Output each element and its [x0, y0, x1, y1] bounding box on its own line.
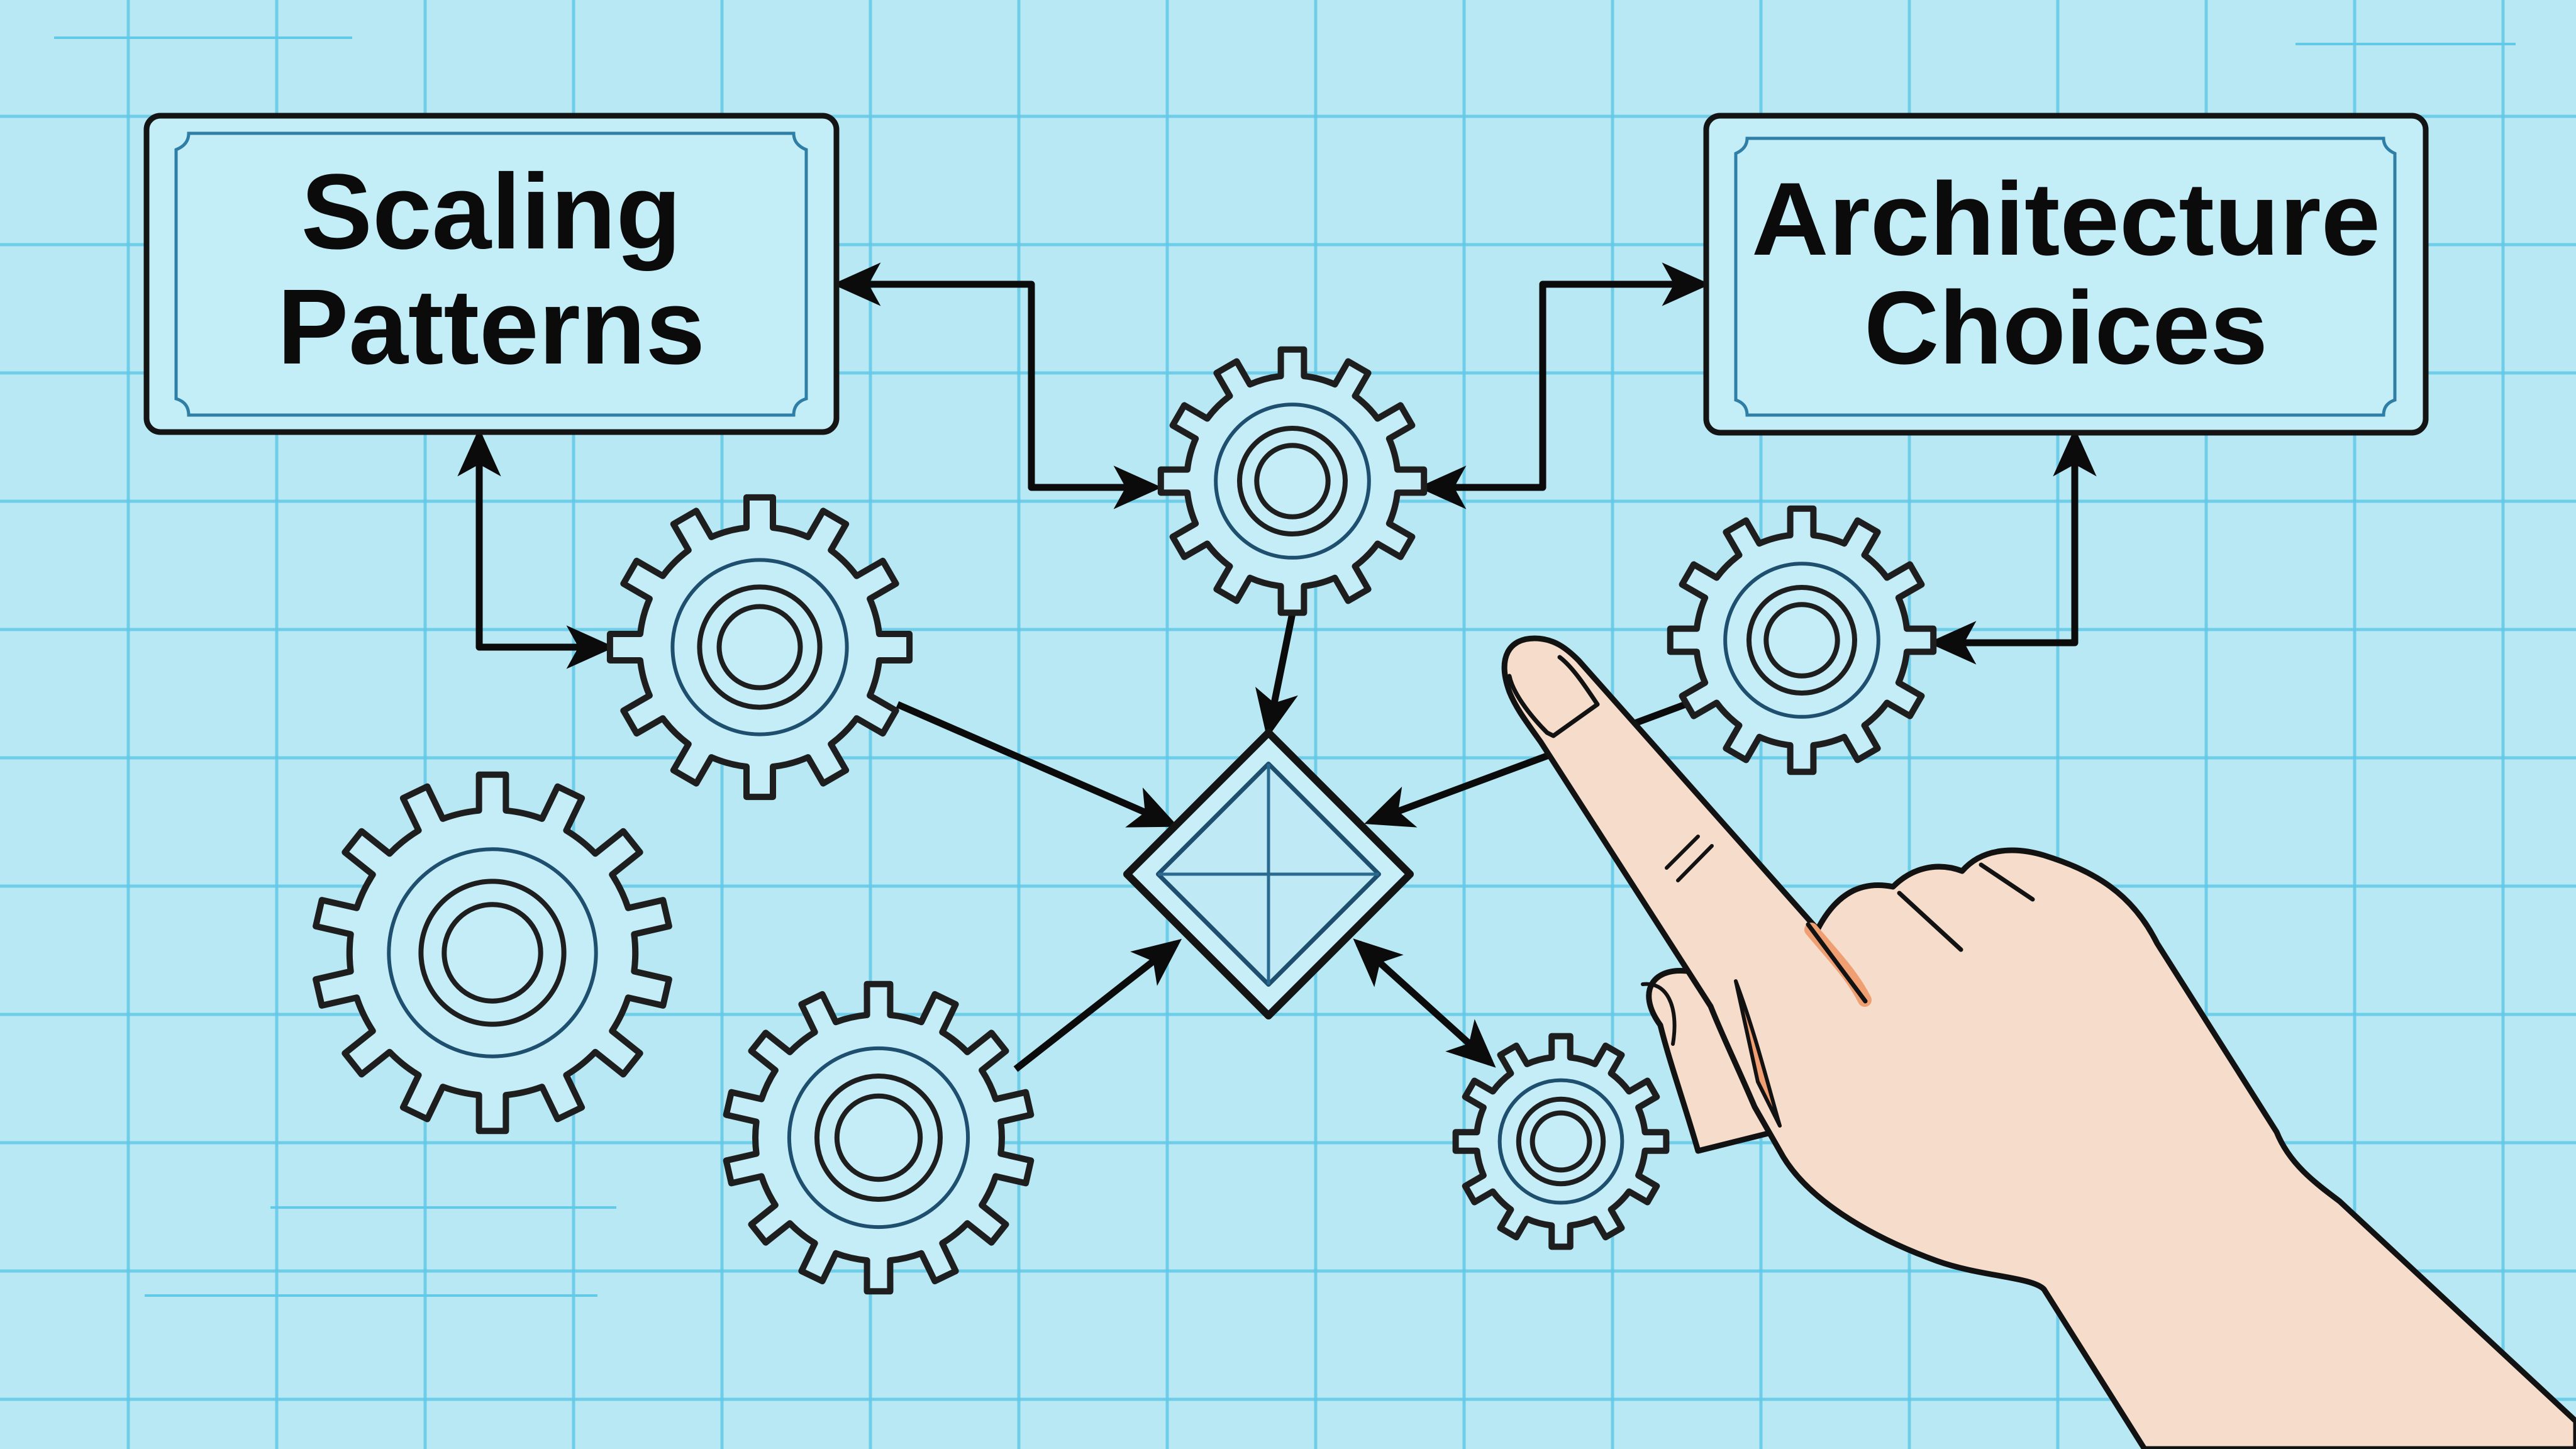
diamond-to-bottom-right-gear-arrow	[1353, 938, 1496, 1068]
top-gear-to-diamond-arrow	[1255, 612, 1298, 739]
decision-diamond[interactable]	[1123, 729, 1414, 1019]
gear-ring	[697, 584, 823, 710]
hand-palm-wrist	[1501, 635, 2576, 1449]
gear-ring	[418, 879, 567, 1027]
scaling-to-top-gear-arrow	[832, 262, 1162, 509]
finger-gap-line-2	[1897, 891, 1963, 952]
knuckle-crease-1	[1665, 835, 1700, 870]
gear-ring	[834, 1093, 923, 1182]
thumb-nail	[1641, 982, 1677, 1046]
gear-ring	[1530, 1110, 1592, 1173]
gear-upper-left[interactable]	[606, 494, 913, 801]
gear-ring	[387, 847, 598, 1058]
gear-ring	[787, 1046, 970, 1230]
box-title-line-1: Architecture	[1752, 161, 2380, 277]
gear-ring	[716, 604, 803, 691]
box-title-line-2: Choices	[1864, 270, 2268, 386]
box-outer-border	[143, 113, 840, 435]
gear-icon	[313, 771, 672, 1135]
scaling-to-upper-left-gear-arrow	[457, 428, 615, 669]
gear-ring	[441, 902, 543, 1004]
gear-ring	[1516, 1096, 1606, 1187]
gear-ring	[1763, 602, 1840, 679]
gear-icon	[723, 980, 1035, 1295]
box-inner-border	[1734, 136, 2397, 417]
gear-ring	[670, 558, 849, 736]
gear-ring	[1214, 402, 1371, 560]
box-title-line-2: Patterns	[277, 267, 705, 387]
box-inner-border	[174, 131, 808, 417]
gear-ring	[1254, 443, 1331, 519]
box-title-line-1: Scaling	[301, 152, 682, 272]
architecture-choices-box[interactable]: Architecture Choices	[1703, 113, 2429, 436]
upper-left-gear-to-diamond-arrow	[896, 701, 1179, 828]
gear-right[interactable]	[1667, 505, 1937, 775]
gear-bottom-left[interactable]	[723, 980, 1035, 1295]
scaling-patterns-box[interactable]: Scaling Patterns	[143, 113, 840, 435]
gear-ring	[1237, 426, 1348, 536]
gear-icon	[1452, 1033, 1670, 1250]
pointing-hand-illustration	[1501, 635, 2576, 1449]
gear-bottom-right[interactable]	[1452, 1033, 1670, 1250]
concept-boxes: Scaling Patterns Architecture Choices	[143, 113, 2429, 436]
box-outer-border	[1703, 113, 2429, 436]
gear-icon	[606, 494, 913, 801]
gear-ring	[814, 1074, 943, 1202]
right-gear-to-architecture-arrow	[1928, 428, 2097, 665]
gear-ring	[1723, 562, 1880, 719]
gear-ring	[1746, 585, 1857, 696]
gear-top-center[interactable]	[1157, 346, 1428, 616]
top-gear-to-architecture-arrow	[1418, 262, 1711, 509]
thumb-web-shadow	[1734, 979, 1782, 1128]
bottom-left-gear-to-diamond-arrow	[1013, 938, 1182, 1072]
gears	[313, 346, 1937, 1295]
knuckle-crease-2	[1676, 844, 1714, 882]
gear-large-left[interactable]	[313, 771, 672, 1135]
gear-icon	[1667, 505, 1937, 775]
gear-ring	[1497, 1078, 1624, 1205]
index-fingernail	[1507, 655, 1600, 738]
finger-gap-line-1	[1806, 922, 1868, 1004]
finger-gap-line-3	[1979, 862, 2035, 902]
gear-icon	[1157, 346, 1428, 616]
